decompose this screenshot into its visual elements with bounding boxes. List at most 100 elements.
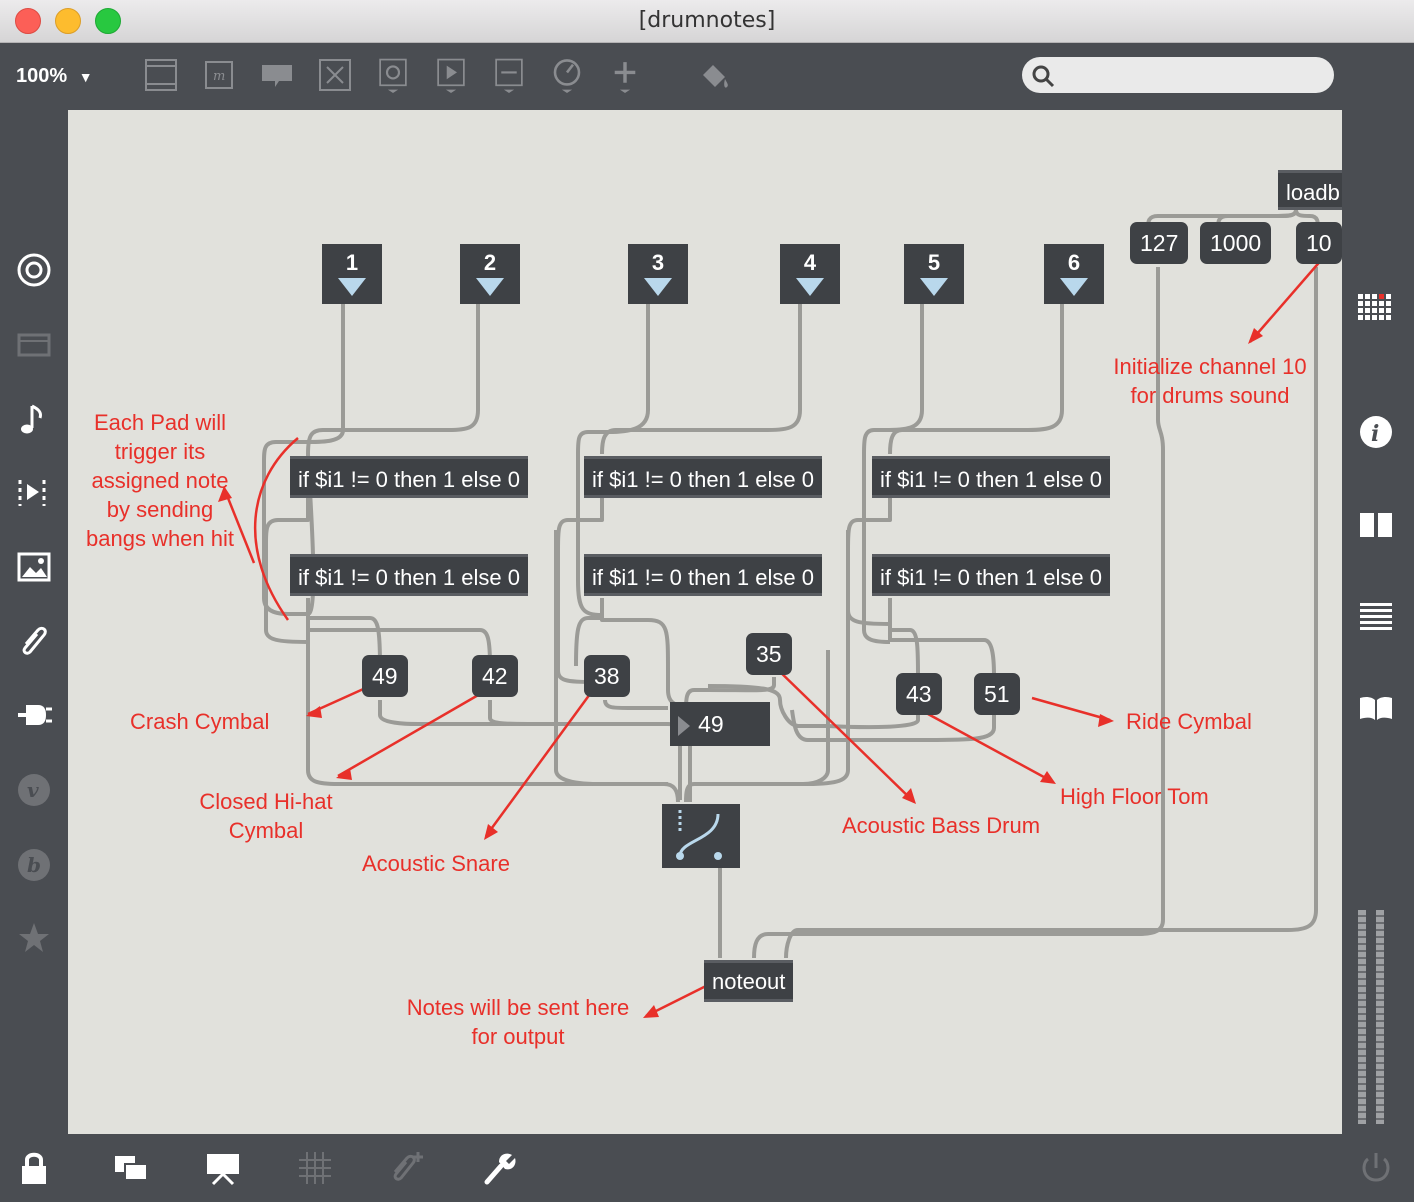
patch-cord	[306, 598, 382, 667]
annotation-each-pad: Each Pad will trigger its assigned note …	[86, 410, 234, 551]
vizzie-icon[interactable]: v	[14, 770, 54, 810]
annotation-curve	[253, 437, 299, 621]
annotation-noteout: Notes will be sent here for output	[406, 995, 630, 1049]
loadbang-object[interactable]: loadb	[1278, 170, 1342, 210]
image-icon[interactable]	[14, 547, 54, 587]
message-42[interactable]: 42	[472, 655, 518, 697]
target-icon[interactable]	[14, 250, 54, 290]
pad-label: 4	[803, 250, 817, 275]
expr-object[interactable]: if $i1 != 0 then 1 else 0	[290, 456, 528, 498]
annotation-arrow	[927, 712, 1054, 784]
zoom-menu[interactable]: 100% ▼	[16, 65, 93, 88]
media-play-icon[interactable]	[14, 472, 54, 512]
level-meter-left	[1358, 910, 1366, 1124]
loadbang-label: loadb	[1286, 180, 1340, 205]
presentation-icon[interactable]	[203, 1148, 243, 1188]
svg-text:b: b	[27, 853, 41, 877]
pad-3[interactable]: 3	[628, 244, 688, 304]
patch-cord	[306, 300, 480, 455]
noteout-object[interactable]: noteout	[704, 960, 794, 1002]
power-icon[interactable]	[1356, 1148, 1396, 1188]
close-window-button[interactable]	[15, 8, 41, 34]
music-note-icon[interactable]	[14, 400, 54, 440]
message-35[interactable]: 35	[746, 633, 792, 675]
add-object-icon[interactable]	[607, 57, 643, 93]
dial-object-icon[interactable]	[549, 57, 585, 93]
paint-bucket-icon[interactable]	[697, 57, 733, 93]
annotation-floor-tom: High Floor Tom	[1060, 784, 1209, 809]
trigger-icon	[644, 278, 672, 296]
search-field[interactable]	[1022, 57, 1334, 93]
expr-object[interactable]: if $i1 != 0 then 1 else 0	[584, 456, 822, 498]
number-box-value: 49	[698, 711, 724, 737]
add-clip-icon[interactable]	[387, 1148, 427, 1188]
grid-icon[interactable]	[295, 1148, 335, 1188]
expr-object[interactable]: if $i1 != 0 then 1 else 0	[872, 456, 1110, 498]
expr-object[interactable]: if $i1 != 0 then 1 else 0	[872, 554, 1110, 596]
expr-object[interactable]: if $i1 != 0 then 1 else 0	[584, 554, 822, 596]
beap-icon[interactable]: b	[14, 845, 54, 885]
annotation-closed-hihat: Closed Hi-hat Cymbal	[199, 789, 333, 843]
object-box-icon[interactable]	[143, 57, 179, 93]
trigger-icon	[1060, 278, 1088, 296]
search-icon	[1032, 65, 1055, 88]
annotation-arrow	[1031, 696, 1111, 722]
patch-cord	[488, 700, 658, 726]
pad-5[interactable]: 5	[904, 244, 964, 304]
message-127[interactable]: 127	[1130, 222, 1189, 264]
annotation-arrow	[484, 693, 592, 837]
message-box-icon[interactable]: m	[201, 57, 237, 93]
patch-cord	[888, 598, 996, 677]
zoom-level: 100%	[16, 65, 68, 87]
slider-object-icon[interactable]	[491, 57, 527, 93]
message-1000[interactable]: 1000	[1200, 222, 1272, 264]
info-icon[interactable]: i	[1356, 412, 1396, 452]
message-43[interactable]: 43	[896, 673, 942, 715]
pad-6[interactable]: 6	[1044, 244, 1104, 304]
message-10[interactable]: 10	[1296, 222, 1342, 264]
patch-cord	[707, 684, 920, 730]
patcher-canvas[interactable]: 1 2 3 4 5 6 if $i1 != 0 then 1 else 0 if…	[68, 110, 1342, 1134]
plug-icon[interactable]	[14, 695, 54, 735]
number-box[interactable]: 49	[670, 702, 770, 746]
wrench-icon[interactable]	[479, 1148, 519, 1188]
pad-2[interactable]: 2	[460, 244, 520, 304]
trigger-icon	[796, 278, 824, 296]
new-view-icon[interactable]	[111, 1148, 151, 1188]
reference-book-icon[interactable]	[1356, 688, 1396, 728]
grid-dots-icon[interactable]	[1356, 290, 1396, 330]
svg-text:m: m	[213, 69, 225, 84]
toggle-object-icon[interactable]	[375, 57, 411, 93]
play-object-icon[interactable]	[433, 57, 469, 93]
patch-cord	[603, 699, 668, 710]
search-input[interactable]	[1064, 61, 1328, 91]
button-object-icon[interactable]	[317, 57, 353, 93]
chevron-down-icon: ▼	[78, 69, 93, 85]
message-49[interactable]: 49	[362, 655, 408, 697]
zoom-window-button[interactable]	[95, 8, 121, 34]
annotation-acoustic-snare: Acoustic Snare	[362, 851, 510, 876]
star-icon[interactable]	[14, 918, 54, 958]
annotation-arrow	[1249, 257, 1324, 343]
message-38[interactable]: 38	[584, 655, 630, 697]
split-view-icon[interactable]	[1356, 505, 1396, 545]
window-title: [drumnotes]	[638, 8, 776, 33]
annotation-arrow	[337, 692, 481, 778]
annotation-crash-cymbal: Crash Cymbal	[130, 709, 270, 734]
expr-object[interactable]: if $i1 != 0 then 1 else 0	[290, 554, 528, 596]
noteout-label: noteout	[712, 969, 786, 994]
message-51[interactable]: 51	[974, 673, 1020, 715]
minimize-window-button[interactable]	[55, 8, 81, 34]
pad-1[interactable]: 1	[322, 244, 382, 304]
gate-object[interactable]	[662, 804, 740, 868]
patch-cord	[576, 300, 650, 617]
patch-cord	[802, 650, 830, 786]
lock-icon[interactable]	[14, 1148, 54, 1188]
presentation-frame-icon[interactable]	[14, 325, 54, 365]
pad-4[interactable]: 4	[780, 244, 840, 304]
pad-label: 5	[927, 250, 941, 275]
paperclip-icon[interactable]	[14, 622, 54, 662]
trigger-icon	[920, 278, 948, 296]
comment-icon[interactable]	[259, 57, 295, 93]
list-icon[interactable]	[1356, 597, 1396, 637]
